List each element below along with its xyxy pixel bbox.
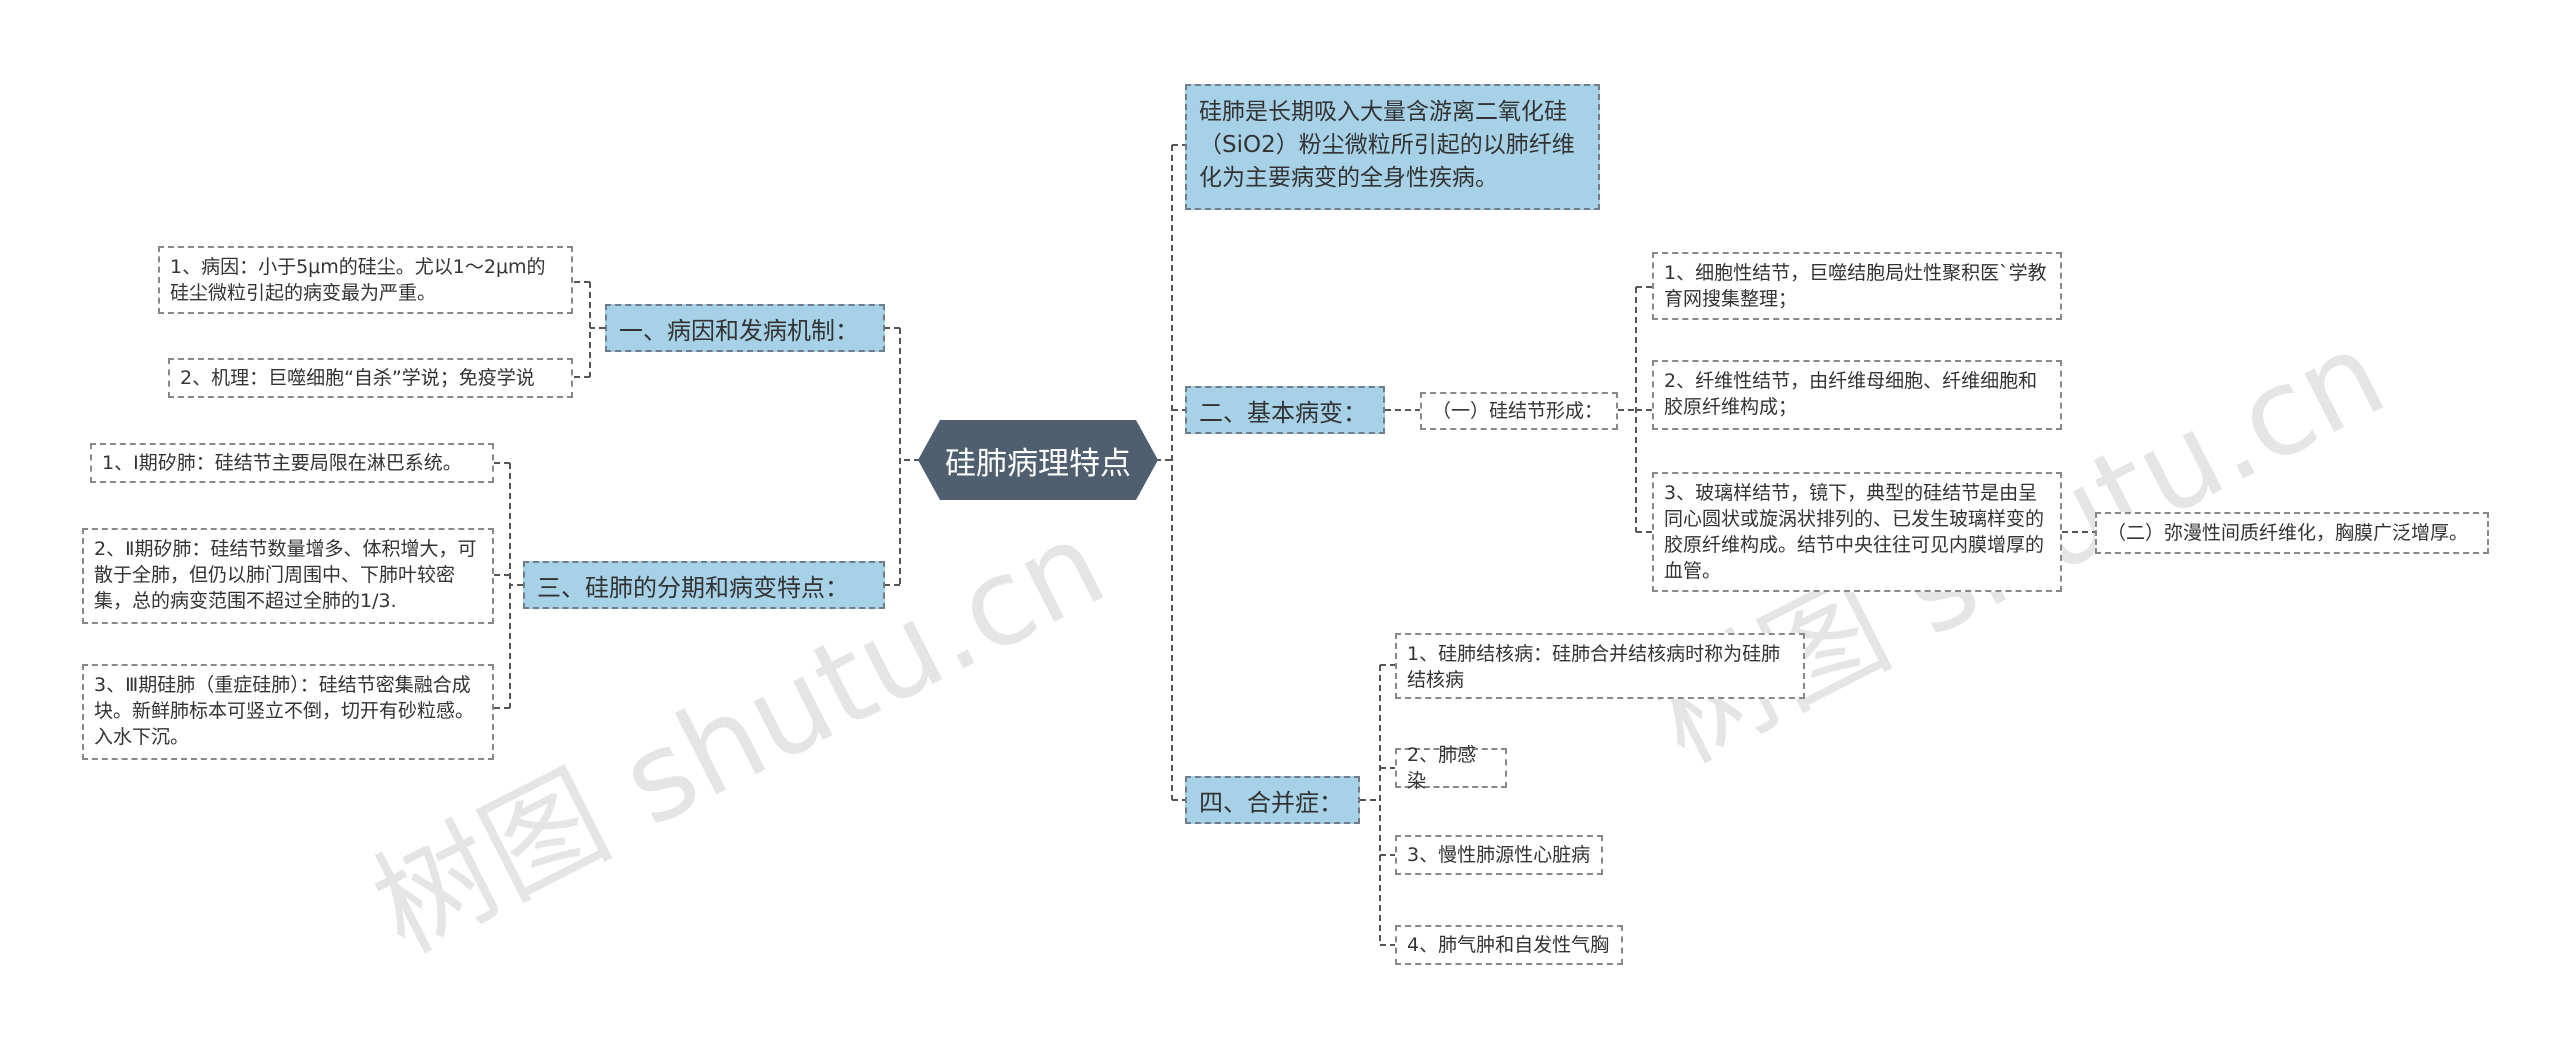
branch-staging[interactable]: 三、硅肺的分期和病变特点： <box>523 561 885 609</box>
leaf-stage-1[interactable]: 1、Ⅰ期矽肺：硅结节主要局限在淋巴系统。 <box>90 443 494 483</box>
leaf-mechanism[interactable]: 2、机理：巨噬细胞“自杀”学说；免疫学说 <box>168 358 573 398</box>
definition-node[interactable]: 硅肺是长期吸入大量含游离二氧化硅（SiO2）粉尘微粒所引起的以肺纤维化为主要病变… <box>1185 84 1600 210</box>
leaf-lung-infection[interactable]: 2、肺感染 <box>1395 744 1507 792</box>
branch-basic-lesion[interactable]: 二、基本病变： <box>1185 386 1385 434</box>
sub-diffuse-fibrosis[interactable]: （二）弥漫性间质纤维化，胸膜广泛增厚。 <box>2095 512 2489 554</box>
branch-etiology[interactable]: 一、病因和发病机制： <box>605 304 885 352</box>
leaf-emphysema-pneumothorax[interactable]: 4、肺气肿和自发性气胸 <box>1395 925 1623 965</box>
leaf-stage-2[interactable]: 2、Ⅱ期矽肺：硅结节数量增多、体积增大，可散于全肺，但仍以肺门周围中、下肺叶较密… <box>82 528 494 624</box>
leaf-stage-3[interactable]: 3、Ⅲ期硅肺（重症硅肺）：硅结节密集融合成块。新鲜肺标本可竖立不倒，切开有砂粒感… <box>82 664 494 760</box>
leaf-hyaline-nodule[interactable]: 3、玻璃样结节，镜下，典型的硅结节是由呈同心圆状或旋涡状排列的、已发生玻璃样变的… <box>1652 472 2062 592</box>
branch-complications[interactable]: 四、合并症： <box>1185 776 1360 824</box>
sub-nodule-formation[interactable]: （一）硅结节形成： <box>1420 392 1618 430</box>
leaf-fibrous-nodule[interactable]: 2、纤维性结节，由纤维母细胞、纤维细胞和胶原纤维构成； <box>1652 360 2062 430</box>
leaf-silicotuberculosis[interactable]: 1、硅肺结核病：硅肺合并结核病时称为硅肺结核病 <box>1395 633 1805 699</box>
root-topic[interactable]: 硅肺病理特点 <box>918 420 1158 500</box>
leaf-cause[interactable]: 1、病因：小于5μm的硅尘。尤以1～2μm的硅尘微粒引起的病变最为严重。 <box>158 246 573 314</box>
leaf-cor-pulmonale[interactable]: 3、慢性肺源性心脏病 <box>1395 835 1603 875</box>
leaf-cellular-nodule[interactable]: 1、细胞性结节，巨噬结胞局灶性聚积医`学教育网搜集整理； <box>1652 252 2062 320</box>
